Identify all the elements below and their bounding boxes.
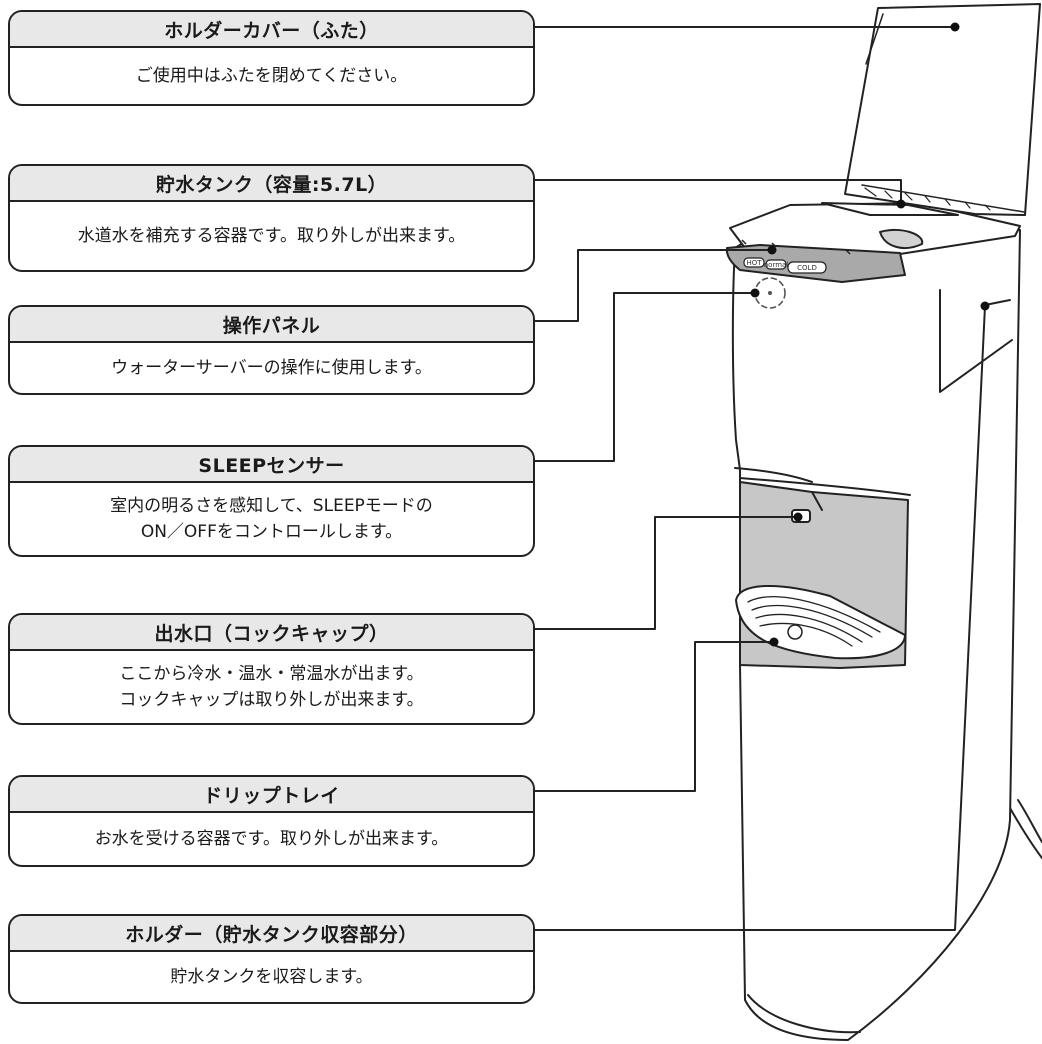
callout-control-panel: 操作パネル ウォーターサーバーの操作に使用します。	[8, 305, 535, 395]
callout-line: ON／OFFをコントロールします。	[140, 522, 403, 542]
callout-line: コックキャップは取り外しが出来ます。	[119, 690, 424, 710]
callout-description: 貯水タンクを収容します。	[10, 952, 533, 1002]
callout-title: ホルダーカバー（ふた）	[10, 12, 533, 48]
callout-line: 室内の明るさを感知して、SLEEPモードの	[110, 496, 433, 516]
leader-line-drip-tray	[534, 641, 775, 792]
callout-holder: ホルダー（貯水タンク収容部分） 貯水タンクを収容します。	[8, 914, 535, 1004]
callout-title: ドリップトレイ	[10, 777, 533, 813]
callout-line: ここから冷水・温水・常温水が出ます。	[119, 664, 424, 684]
callout-water-outlet: 出水口（コックキャップ） ここから冷水・温水・常温水が出ます。 コックキャップは…	[8, 613, 535, 725]
leader-line-water-outlet	[534, 516, 799, 630]
callout-line: お水を受ける容器です。取り外しが出来ます。	[94, 829, 449, 849]
callout-title: ホルダー（貯水タンク収容部分）	[10, 916, 533, 952]
svg-text:normal: normal	[764, 261, 789, 269]
svg-text:COLD: COLD	[797, 264, 817, 272]
callout-description: ウォーターサーバーの操作に使用します。	[10, 343, 533, 393]
water-tank-rim	[821, 202, 959, 216]
svg-text:HOT: HOT	[746, 259, 762, 267]
control-panel-buttons: HOT normal COLD	[741, 239, 851, 274]
callout-drip-tray: ドリップトレイ お水を受ける容器です。取り外しが出来ます。	[8, 775, 535, 867]
callout-description: 水道水を補充する容器です。取り外しが出来ます。	[10, 202, 533, 270]
callout-title: 出水口（コックキャップ）	[10, 615, 533, 651]
callout-title: SLEEPセンサー	[10, 447, 533, 483]
callout-line: 水道水を補充する容器です。取り外しが出来ます。	[77, 226, 466, 246]
callout-title: 貯水タンク（容量:5.7L）	[10, 166, 533, 202]
callout-sleep-sensor: SLEEPセンサー 室内の明るさを感知して、SLEEPモードの ON／OFFをコ…	[8, 445, 535, 557]
leader-line-control-panel	[534, 249, 773, 322]
callout-description: ご使用中はふたを閉めてください。	[10, 48, 533, 104]
holder-cover-lid	[844, 3, 1041, 216]
callout-line: ウォーターサーバーの操作に使用します。	[111, 358, 432, 378]
hot-button[interactable]: HOT	[743, 257, 765, 268]
callout-description: 室内の明るさを感知して、SLEEPモードの ON／OFFをコントロールします。	[10, 483, 533, 555]
callout-line: ご使用中はふたを閉めてください。	[135, 66, 408, 86]
callout-title: 操作パネル	[10, 307, 533, 343]
callout-line: 貯水タンクを収容します。	[170, 967, 373, 987]
callout-description: お水を受ける容器です。取り外しが出来ます。	[10, 813, 533, 865]
power-cord	[1017, 799, 1042, 843]
callout-water-tank: 貯水タンク（容量:5.7L） 水道水を補充する容器です。取り外しが出来ます。	[8, 164, 535, 272]
leader-line-holder	[534, 305, 986, 931]
leader-line-water-tank	[534, 179, 902, 204]
cold-button[interactable]: COLD	[787, 261, 827, 274]
callout-description: ここから冷水・温水・常温水が出ます。 コックキャップは取り外しが出来ます。	[10, 651, 533, 723]
leader-line-sleep-sensor	[534, 292, 756, 462]
room-temp-button[interactable]: normal	[764, 259, 789, 270]
callout-holder-cover: ホルダーカバー（ふた） ご使用中はふたを閉めてください。	[8, 10, 535, 106]
